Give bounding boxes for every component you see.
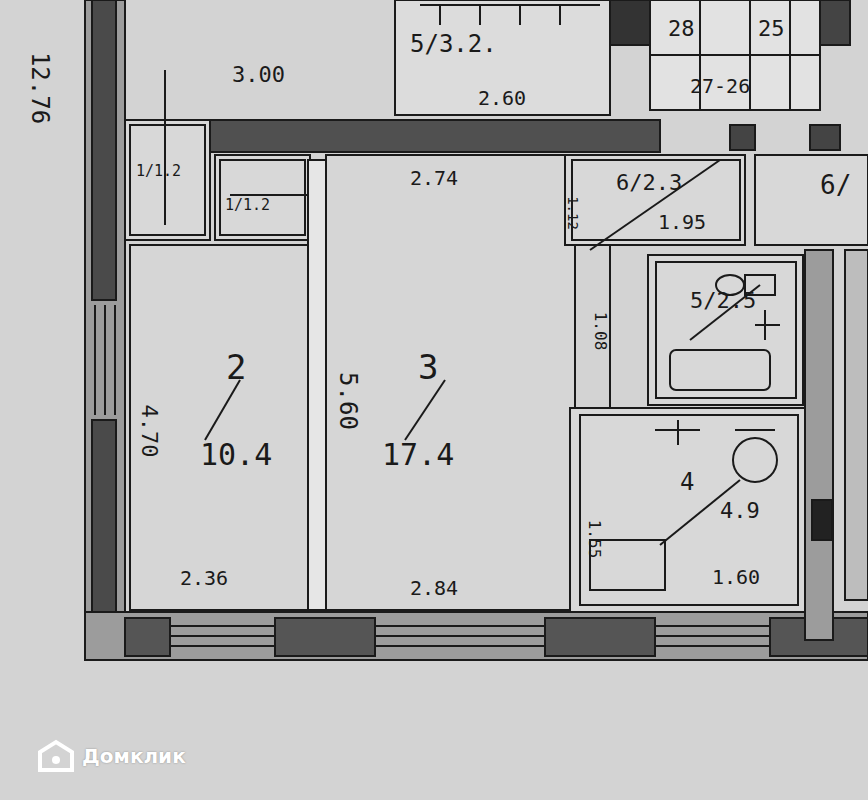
room-label: 1/1.2 [225,198,270,213]
dimension: 5.60 [336,372,360,430]
callout-number: 27-26 [690,76,750,96]
watermark-text: Домклик [82,746,186,766]
room-area: 17.4 [382,440,454,470]
dimension: 1.12 [566,196,580,230]
dimension: 2.74 [410,168,458,188]
dimension: 12.76 [28,52,52,124]
room-area: 10.4 [200,440,272,470]
dimension: 2.36 [180,568,228,588]
room-label: 6/ [820,172,851,198]
dimension: 2.60 [478,88,526,108]
callout-number: 25 [758,18,785,40]
room-number: 4 [680,470,694,494]
room-label: 5/3.2. [410,32,497,56]
dimension: 1.60 [712,567,760,587]
watermark-icon [40,742,72,770]
dimension: 2.84 [410,578,458,598]
room-label: 6/2.3 [616,172,682,194]
room-label: 1/1.2 [136,164,181,179]
dimension: 1.08 [592,312,608,351]
room-area: 4.9 [720,500,760,522]
room-number: 2 [226,350,246,384]
dimension: 3.00 [232,64,285,86]
room-number: 3 [418,350,438,384]
callout-number: 28 [668,18,695,40]
dimension: 4.70 [138,405,160,458]
dimension: 1.95 [658,212,706,232]
room-label: 5/2.5 [690,290,756,312]
dimension: 1.55 [586,520,602,559]
